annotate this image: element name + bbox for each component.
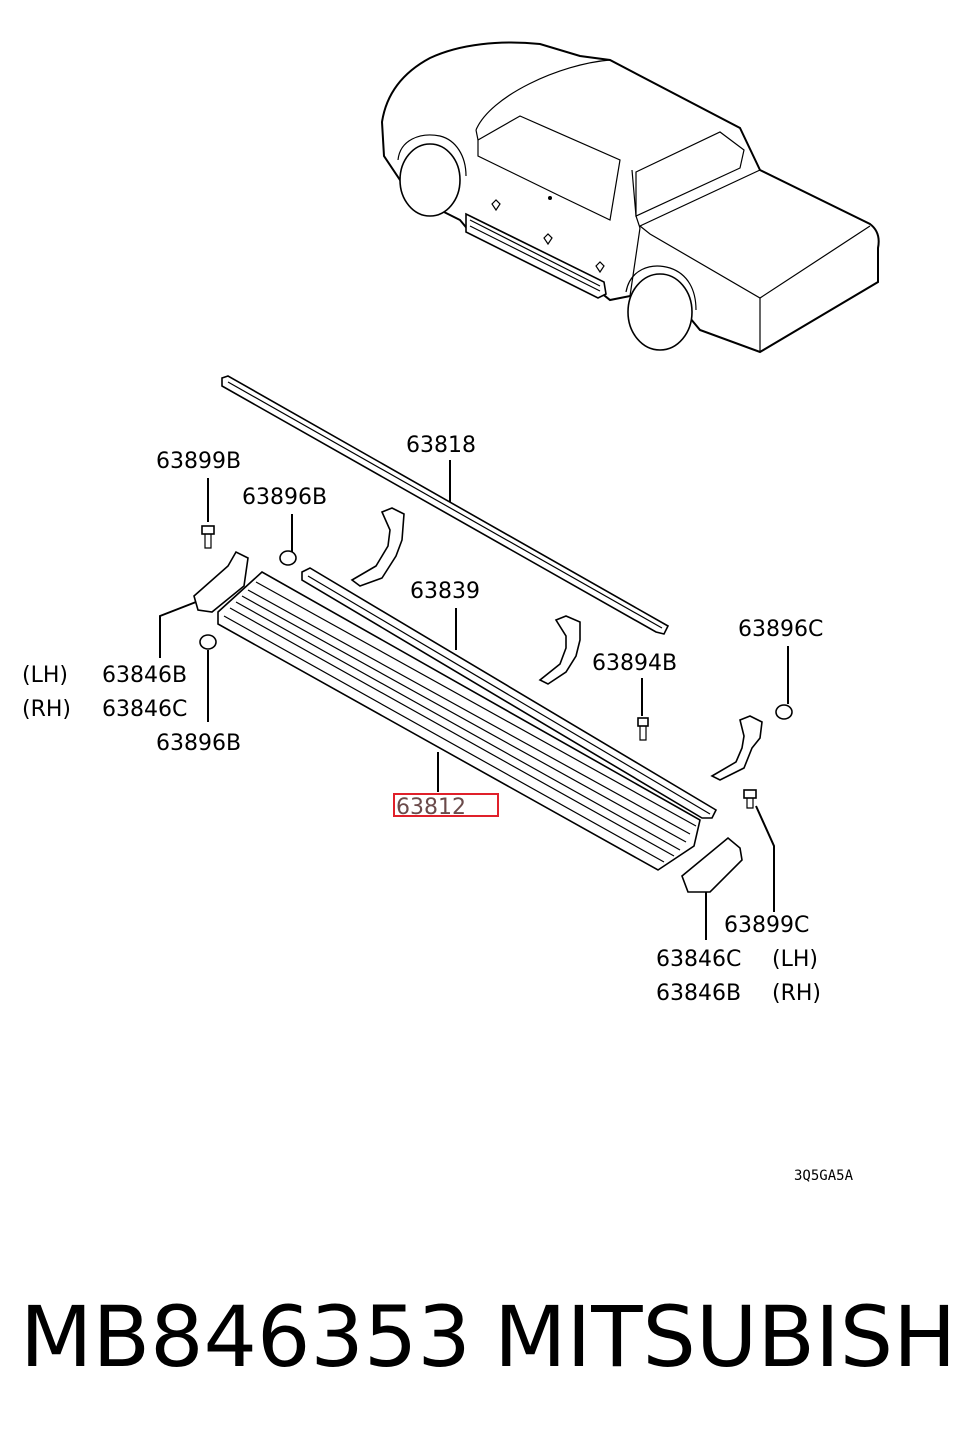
step-board: [217, 571, 701, 871]
mount-bracket-1: [350, 507, 405, 587]
label-63839: 63839: [410, 579, 480, 604]
leader-lines: [159, 460, 789, 940]
support-rail: [301, 567, 718, 819]
label-63818: 63818: [406, 433, 476, 458]
part-labels: 63818 63899B 63896B 63839 63896C 63894B …: [22, 433, 854, 1184]
part-number: MB846353: [20, 1288, 471, 1386]
label-lh-right: (LH): [772, 947, 818, 972]
label-63846c-right: 63846C: [656, 947, 741, 972]
running-board-assembly: [193, 375, 793, 893]
label-lh-left: (LH): [22, 663, 68, 688]
label-63899b: 63899B: [156, 449, 241, 474]
end-cap-left: [193, 550, 249, 613]
label-63896b-bottom: 63896B: [156, 731, 241, 756]
clip-63896b-bottom: [199, 634, 217, 650]
clip-63896c: [775, 704, 793, 720]
mount-bracket-2: [538, 615, 581, 685]
brand-name: MITSUBISHI: [494, 1288, 960, 1386]
highlight-box-63812: [393, 793, 499, 817]
screw-63899b: [201, 525, 215, 549]
screw-63894b: [637, 717, 649, 741]
label-63846b-left: 63846B: [102, 663, 187, 688]
label-63812: 63812: [396, 795, 466, 820]
label-63899c: 63899C: [724, 913, 809, 938]
label-63896b-top: 63896B: [242, 485, 327, 510]
clip-63896b-top: [279, 550, 297, 566]
vehicle-illustration: [380, 41, 880, 354]
mount-bracket-3: [710, 715, 763, 781]
label-63846b-right: 63846B: [656, 981, 741, 1006]
label-63896c: 63896C: [738, 617, 823, 642]
label-rh-left: (RH): [22, 697, 71, 722]
footer-caption: MB846353 MITSUBISHI: [20, 1288, 960, 1386]
screw-63899c: [743, 789, 757, 809]
end-cap-right: [681, 836, 743, 893]
label-63894b: 63894B: [592, 651, 677, 676]
label-rh-right: (RH): [772, 981, 821, 1006]
drawing-code: 3Q5GA5A: [794, 1168, 854, 1184]
label-63846c-left: 63846C: [102, 697, 187, 722]
